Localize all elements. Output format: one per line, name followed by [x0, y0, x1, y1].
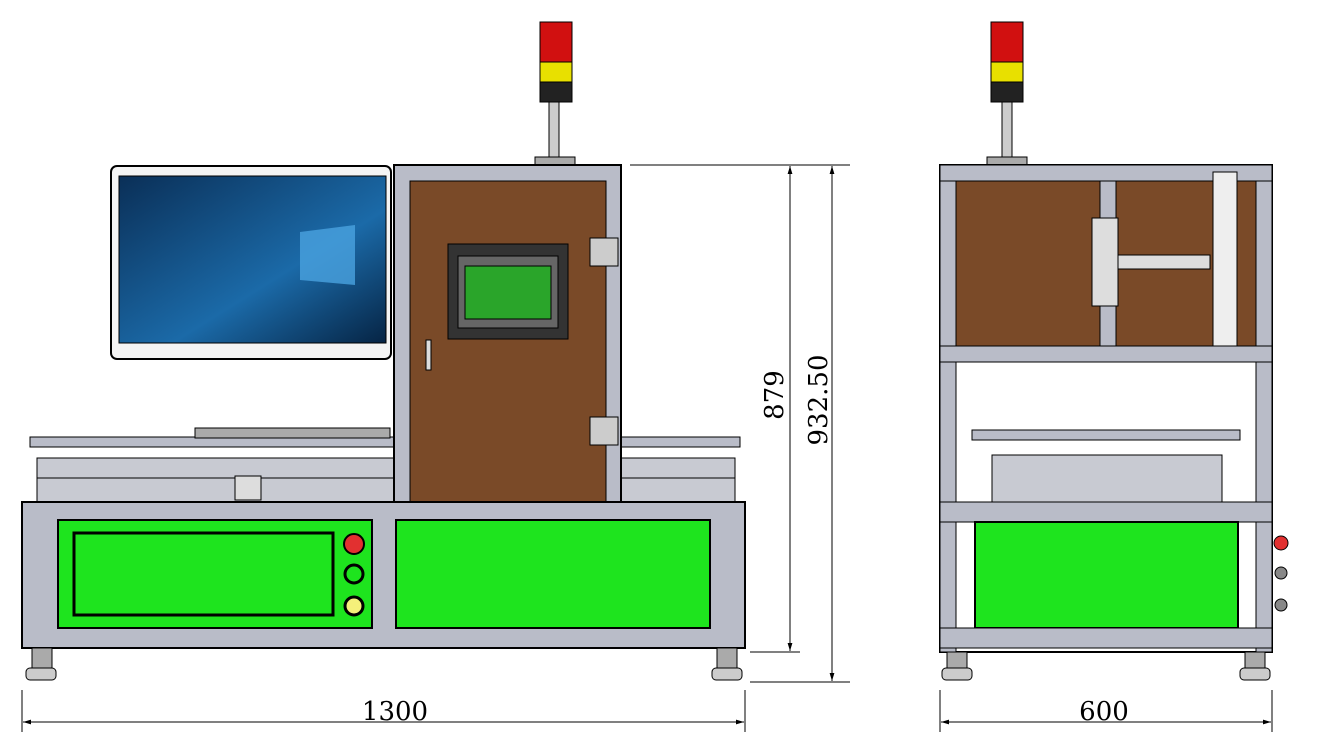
side-view: [939, 21, 1289, 681]
dim-frame-height: 879: [760, 370, 790, 420]
tower-light: [534, 21, 576, 166]
yellow-button-icon: [343, 595, 365, 617]
green-button-icon: [343, 563, 365, 585]
dim-total-height: 932.50: [804, 355, 834, 446]
rail-table: [29, 427, 741, 503]
dim-front-width: 1300: [362, 697, 428, 727]
brown-cabinet: [393, 164, 622, 503]
monitor: [110, 165, 392, 360]
side-tower-light: [986, 21, 1028, 166]
dim-side-width: 600: [1079, 697, 1129, 727]
dimension-lines: [21, 164, 1273, 732]
emergency-stop-icon: [343, 533, 365, 555]
base-cabinet: [21, 501, 746, 681]
front-view: [21, 21, 746, 681]
